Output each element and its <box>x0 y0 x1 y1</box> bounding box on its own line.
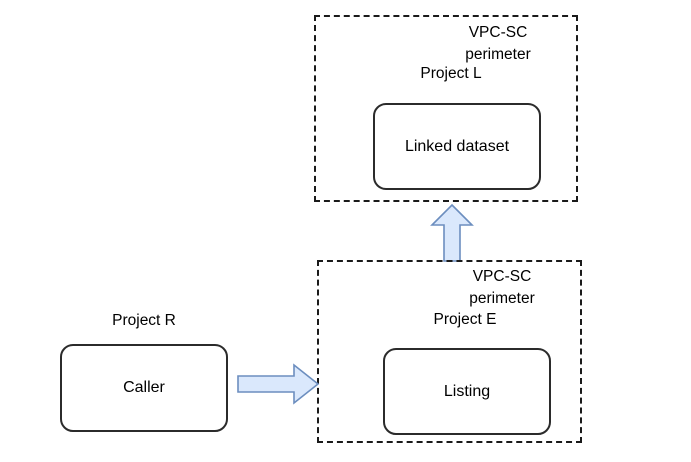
caller-label: Caller <box>123 379 165 397</box>
project-label-l: Project L <box>420 65 482 82</box>
perimeter-caption-project-e: VPC-SC perimeter <box>437 266 567 310</box>
arrow-up-shape <box>430 203 474 262</box>
vpc-sc-perimeter-project-e <box>317 260 582 443</box>
listing-label: Listing <box>443 382 491 400</box>
perimeter-caption-line2: perimeter <box>469 290 535 307</box>
perimeter-caption-project-l: VPC-SC perimeter <box>433 22 563 66</box>
listing-box[interactable]: Listing <box>383 348 551 435</box>
project-label-r: Project R <box>112 312 176 329</box>
caller-box[interactable]: Caller <box>60 344 228 432</box>
perimeter-caption-line2: perimeter <box>465 46 531 63</box>
arrow-listing-to-linked-dataset <box>430 203 474 262</box>
linked-dataset-box[interactable]: Linked dataset <box>373 103 541 190</box>
arrow-caller-to-listing <box>237 363 320 405</box>
project-label-e: Project E <box>433 311 497 328</box>
perimeter-caption-line1: VPC-SC <box>468 24 528 41</box>
linked-dataset-label: Linked dataset <box>404 137 510 155</box>
perimeter-caption-line1: VPC-SC <box>472 268 532 285</box>
arrow-right-shape <box>237 363 320 405</box>
vpc-sc-perimeter-project-l <box>314 15 578 202</box>
